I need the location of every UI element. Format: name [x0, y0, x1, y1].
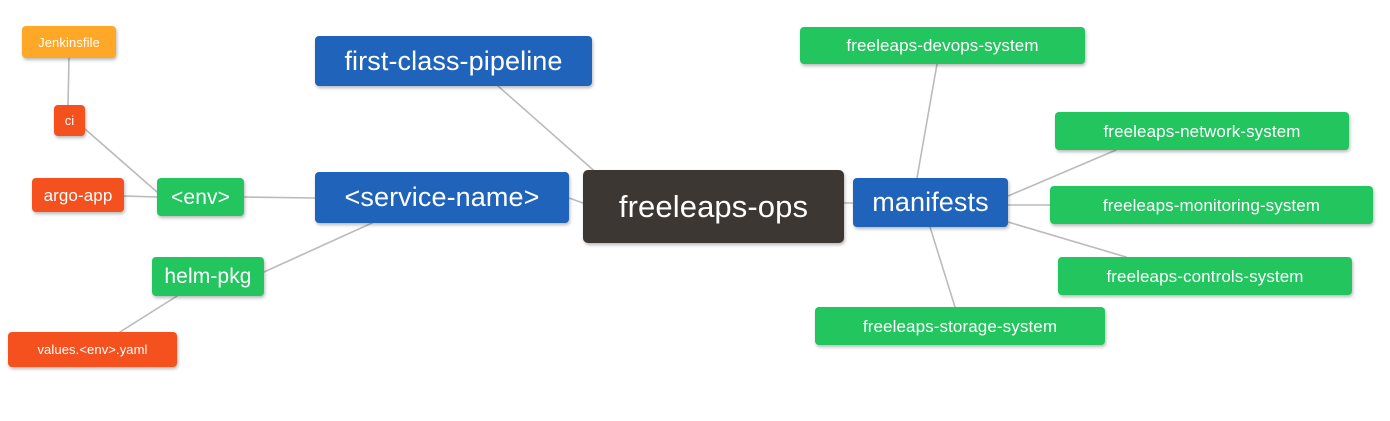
edge-ci-to-jenkinsfile: [67, 57, 70, 106]
mindmap-node-network-system[interactable]: freeleaps-network-system: [1055, 112, 1349, 150]
edge-manifests-to-storage-system: [929, 226, 956, 308]
edge-service-name-to-env: [243, 196, 316, 199]
mindmap-node-label-helm-pkg: helm-pkg: [164, 265, 252, 288]
mindmap-node-ci[interactable]: ci: [54, 105, 85, 136]
mindmap-node-devops-system[interactable]: freeleaps-devops-system: [800, 27, 1085, 64]
mindmap-node-service-name[interactable]: <service-name>: [315, 172, 569, 223]
edge-manifests-to-controls-system: [1007, 221, 1127, 258]
mindmap-node-helm-pkg[interactable]: helm-pkg: [152, 257, 264, 296]
mindmap-node-label-monitoring-system: freeleaps-monitoring-system: [1102, 195, 1321, 215]
mindmap-node-storage-system[interactable]: freeleaps-storage-system: [815, 307, 1105, 345]
mindmap-node-controls-system[interactable]: freeleaps-controls-system: [1058, 257, 1352, 295]
mindmap-node-label-service-name: <service-name>: [344, 182, 540, 212]
mindmap-node-label-jenkinsfile: Jenkinsfile: [38, 34, 100, 50]
mindmap-node-label-manifests: manifests: [872, 187, 989, 217]
mindmap-node-monitoring-system[interactable]: freeleaps-monitoring-system: [1050, 186, 1373, 224]
mindmap-node-first-class-pipeline[interactable]: first-class-pipeline: [315, 36, 592, 86]
mindmap-node-label-first-class-pipeline: first-class-pipeline: [344, 45, 563, 76]
mindmap-node-label-controls-system: freeleaps-controls-system: [1106, 266, 1304, 286]
edge-helm-pkg-to-values-yaml: [119, 295, 178, 333]
edge-manifests-to-devops-system: [916, 63, 938, 179]
edge-root-to-first-class-pipeline: [497, 85, 601, 177]
mindmap-node-label-network-system: freeleaps-network-system: [1103, 121, 1301, 141]
edge-env-to-argo-app: [123, 195, 158, 198]
mindmap-node-label-root: freeleaps-ops: [618, 189, 809, 224]
mindmap-node-label-storage-system: freeleaps-storage-system: [862, 316, 1058, 336]
mindmap-node-label-values-yaml: values.<env>.yaml: [37, 342, 148, 357]
mindmap-node-label-ci: ci: [64, 113, 75, 128]
mindmap-node-values-yaml[interactable]: values.<env>.yaml: [8, 332, 177, 367]
mindmap-node-jenkinsfile[interactable]: Jenkinsfile: [22, 26, 116, 58]
mindmap-node-root[interactable]: freeleaps-ops: [583, 170, 844, 243]
mindmap-node-label-devops-system: freeleaps-devops-system: [846, 36, 1039, 55]
mindmap-node-label-argo-app: argo-app: [43, 185, 113, 205]
edge-root-to-service-name: [568, 197, 584, 204]
edge-service-name-to-helm-pkg: [263, 222, 373, 273]
mindmap-node-argo-app[interactable]: argo-app: [32, 178, 124, 212]
mindmap-node-label-env: <env>: [171, 185, 230, 209]
mindmap-node-env[interactable]: <env>: [157, 178, 244, 216]
mindmap-node-manifests[interactable]: manifests: [853, 178, 1008, 227]
